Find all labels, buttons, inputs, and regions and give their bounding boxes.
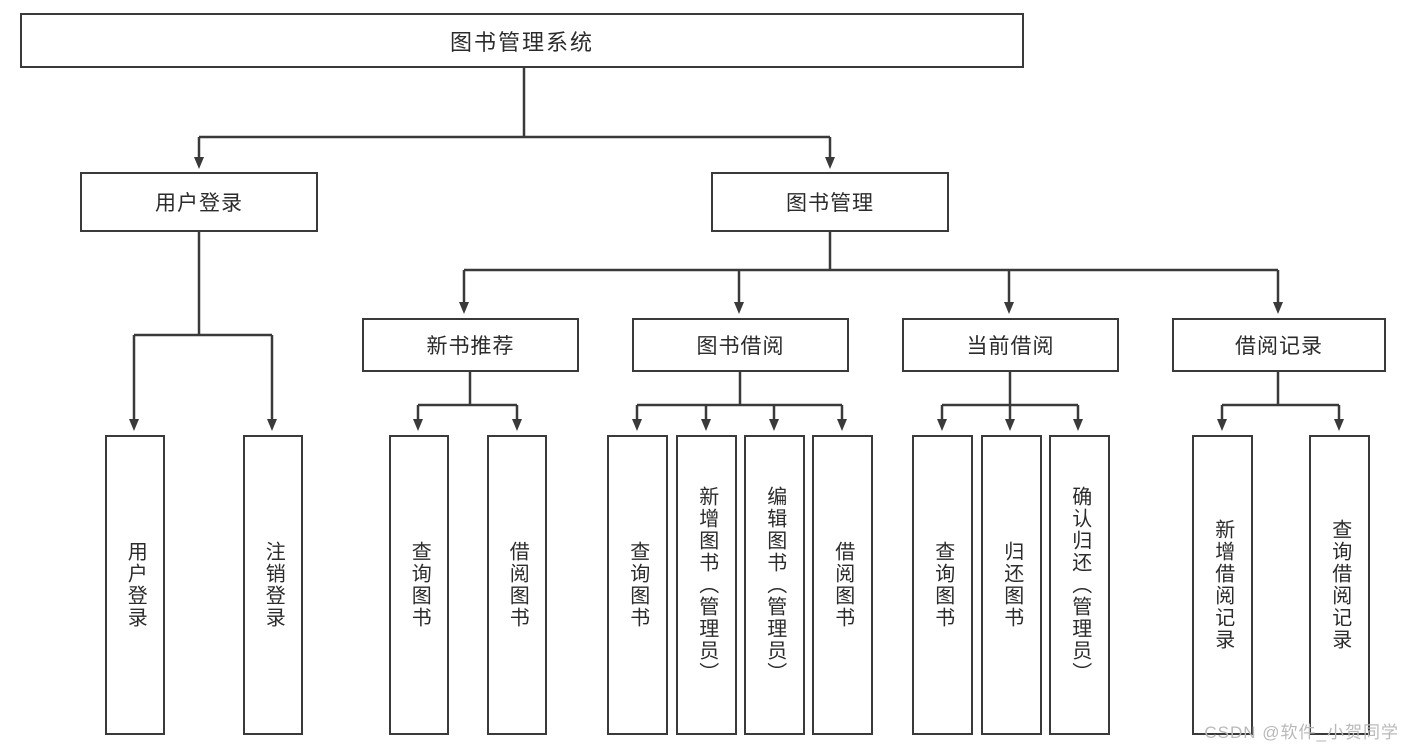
node-book-borrow[interactable]: 图书借阅: [632, 318, 849, 372]
leaf-label: 查询图书: [931, 541, 954, 629]
leaf-label: 新增图书（管理员）: [695, 486, 718, 684]
leaf-label: 用户登录: [124, 541, 147, 629]
leaf-label: 查询图书: [626, 541, 649, 629]
leaf-logout-login[interactable]: 注销登录: [243, 435, 303, 735]
leaf-recommend-query-book[interactable]: 查询图书: [389, 435, 449, 735]
leaf-label: 新增借阅记录: [1211, 519, 1234, 651]
leaf-label: 查询图书: [408, 541, 431, 629]
leaf-current-query-book[interactable]: 查询图书: [912, 435, 973, 735]
node-borrow-record[interactable]: 借阅记录: [1172, 318, 1386, 372]
node-user-login[interactable]: 用户登录: [80, 172, 318, 232]
node-new-book-recommend[interactable]: 新书推荐: [362, 318, 579, 372]
leaf-borrow-query-book[interactable]: 查询图书: [607, 435, 668, 735]
leaf-recommend-borrow-book[interactable]: 借阅图书: [487, 435, 547, 735]
leaf-user-login[interactable]: 用户登录: [105, 435, 165, 735]
leaf-label: 查询借阅记录: [1328, 519, 1351, 651]
leaf-current-return-book[interactable]: 归还图书: [981, 435, 1042, 735]
node-current-borrow[interactable]: 当前借阅: [902, 318, 1119, 372]
leaf-borrow-edit-book-admin[interactable]: 编辑图书（管理员）: [744, 435, 805, 735]
node-root-system[interactable]: 图书管理系统: [20, 13, 1024, 68]
leaf-label: 借阅图书: [506, 541, 529, 629]
leaf-record-add-borrow-record[interactable]: 新增借阅记录: [1192, 435, 1253, 735]
leaf-borrow-add-book-admin[interactable]: 新增图书（管理员）: [676, 435, 737, 735]
node-book-management[interactable]: 图书管理: [711, 172, 949, 232]
leaf-record-query-borrow-record[interactable]: 查询借阅记录: [1309, 435, 1370, 735]
leaf-label: 借阅图书: [831, 541, 854, 629]
csdn-watermark: CSDN @软件_小贺同学: [1204, 723, 1399, 742]
leaf-label: 注销登录: [262, 541, 285, 629]
leaf-label: 归还图书: [1000, 541, 1023, 629]
leaf-current-confirm-return-admin[interactable]: 确认归还（管理员）: [1049, 435, 1110, 735]
leaf-label: 编辑图书（管理员）: [763, 486, 786, 684]
leaf-borrow-borrow-book[interactable]: 借阅图书: [812, 435, 873, 735]
leaf-label: 确认归还（管理员）: [1068, 486, 1091, 684]
